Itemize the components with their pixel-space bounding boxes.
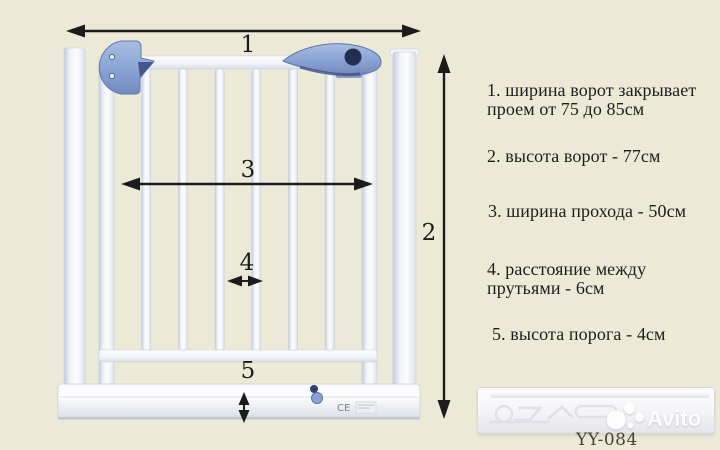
spec-line: 3. ширина прохода - 50см <box>488 201 687 221</box>
threshold-bar-photo <box>477 387 715 434</box>
model-code: YY-084 <box>576 430 638 450</box>
spec-item-threshold-height: 5. высота порога - 4см <box>492 325 666 344</box>
dimension-label-1: 1 <box>241 32 256 58</box>
latch-button <box>344 48 362 66</box>
dimension-label-5: 5 <box>241 358 256 384</box>
avito-wordmark: Avito <box>647 406 701 431</box>
dimension-arrow-5 <box>238 392 250 423</box>
spec-item-bar-spacing: 4. расстояние между прутьями - 6см <box>487 260 646 298</box>
dimension-arrow-4 <box>227 275 263 287</box>
dimension-label-4: 4 <box>240 250 255 276</box>
dimension-number-labels: 1 2 3 4 5 <box>240 32 437 384</box>
threshold-bar-ridge <box>490 392 710 398</box>
dimension-label-3: 3 <box>241 157 256 183</box>
gate-door <box>98 55 378 385</box>
gate-bars <box>141 68 335 351</box>
gate-hinge <box>98 40 155 95</box>
ce-mark: CE <box>337 401 377 414</box>
spec-line: 4. расстояние между <box>487 259 647 279</box>
threshold-rail <box>57 383 421 420</box>
dimension-label-2: 2 <box>422 220 437 246</box>
foot-pedal <box>310 385 323 404</box>
gate-frame <box>63 47 420 403</box>
spec-line: прутьями - 6см <box>487 278 605 298</box>
spec-line: 5. высота порога - 4см <box>492 324 666 344</box>
spec-item-opening-width: 1. ширина ворот закрывает проем от 75 до… <box>487 81 696 119</box>
spec-item-passage-width: 3. ширина прохода - 50см <box>488 202 686 221</box>
avito-watermark: Avito <box>606 403 701 431</box>
safety-gate-diagram: CE <box>57 24 451 423</box>
dimension-arrow-3 <box>121 177 373 191</box>
dimension-arrow-1 <box>66 24 421 38</box>
dimension-arrows <box>66 24 451 423</box>
svg-text:CE: CE <box>337 403 350 414</box>
spec-line: 2. высота ворот - 77см <box>487 146 661 166</box>
spec-line: проем от 75 до 85см <box>487 99 645 119</box>
spec-item-gate-height: 2. высота ворот - 77см <box>487 147 661 166</box>
avito-logo-icon <box>606 403 644 430</box>
spec-line: 1. ширина ворот закрывает <box>487 80 697 100</box>
gate-latch-handle <box>282 43 382 78</box>
dimension-arrow-2 <box>437 54 451 419</box>
